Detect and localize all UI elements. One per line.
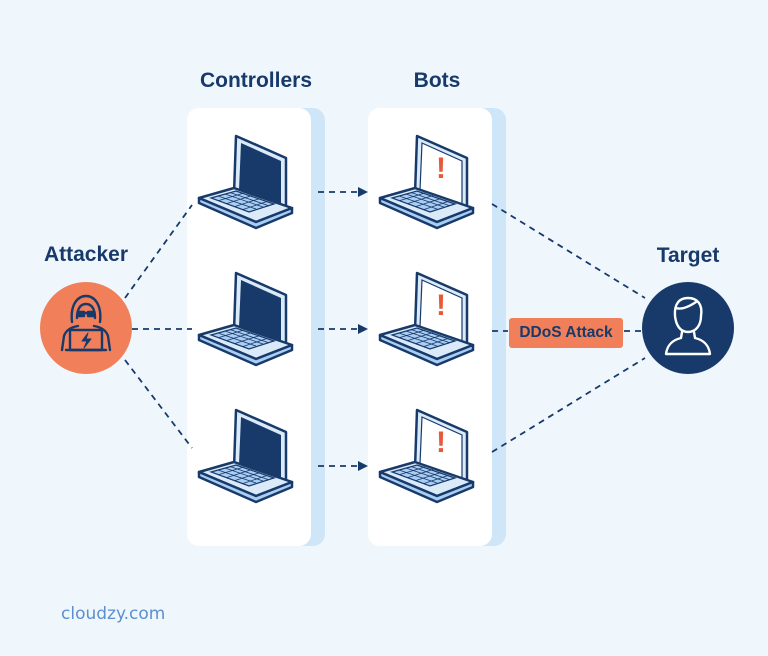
- link-attacker-controller-3: [124, 359, 193, 449]
- bots-heading: Bots: [413, 69, 461, 92]
- target-node: [642, 282, 734, 374]
- ddos-attack-badge: DDoS Attack: [509, 318, 623, 348]
- target-label: Target: [656, 244, 720, 267]
- controllers-heading: Controllers: [199, 69, 312, 92]
- attacker-node: [40, 282, 132, 374]
- footer-brand: cloudzy.com: [61, 604, 166, 624]
- bot-alert-1: !: [436, 152, 446, 185]
- attacker-label: Attacker: [43, 243, 129, 266]
- hacker-icon: [60, 294, 112, 352]
- bot-alert-2: !: [436, 289, 446, 322]
- link-attacker-controller-1: [124, 204, 193, 299]
- user-silhouette-icon: [664, 296, 712, 356]
- bot-alert-3: !: [436, 426, 446, 459]
- link-bot-target-3: [491, 357, 646, 453]
- link-bot-target-1: [491, 203, 646, 299]
